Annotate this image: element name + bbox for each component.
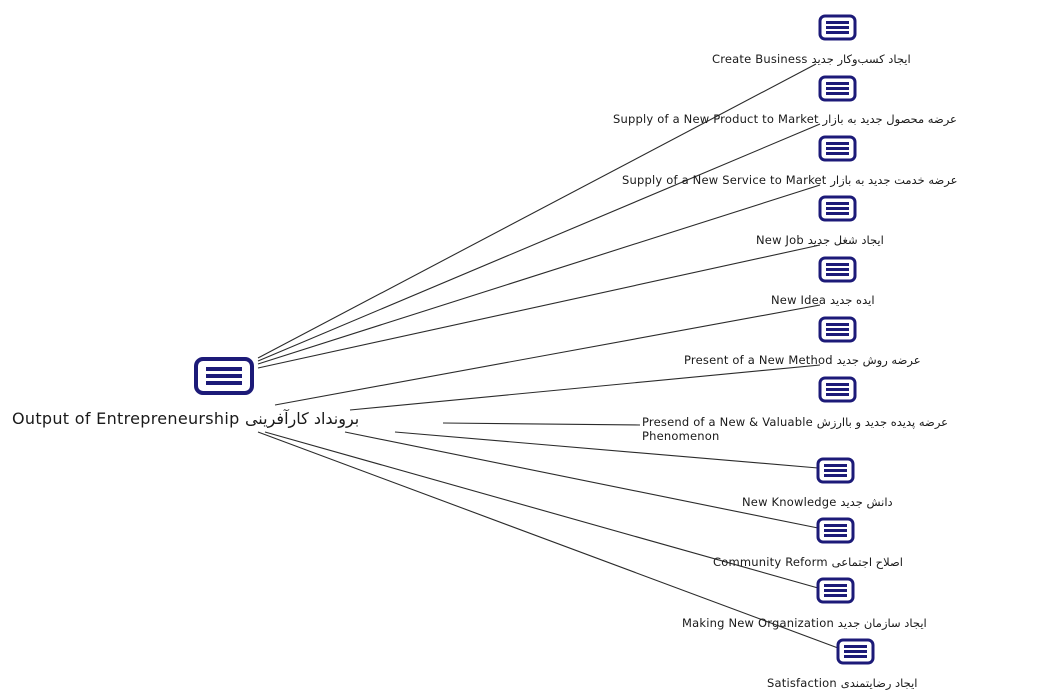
node-label-new-phenomenon[interactable]: Presend of a New & Valuable عرضه پدیده ج… [642,415,949,429]
edges [257,63,839,649]
node-label-new-job[interactable]: New Job ایجاد شغل جدید [756,233,884,247]
list-document-icon[interactable] [816,577,855,604]
edge-new-idea [274,304,821,406]
root-node-icon[interactable] [194,357,254,395]
edge-new-product [257,123,821,362]
node-label-new-method[interactable]: Present of a New Method عرضه روش جدید [684,353,921,367]
edge-new-method [349,364,821,411]
node-label-satisfaction[interactable]: Satisfaction ایجاد رضایتمندی [767,676,918,690]
node-label-create-business[interactable]: Create Business ایجاد کسب‌وکار جدید [712,52,911,66]
list-document-icon[interactable] [816,517,855,544]
edge-new-phenomenon [442,422,641,426]
list-document-icon[interactable] [818,135,857,162]
node-label-new-idea[interactable]: New Idea ایده جدید [771,293,875,307]
edge-new-job [257,244,821,369]
node-label-new-service[interactable]: Supply of a New Service to Market عرضه خ… [622,173,958,187]
list-document-icon[interactable] [818,316,857,343]
node-label-new-organization[interactable]: Making New Organization ایجاد سازمان جدی… [682,616,927,630]
edge-satisfaction [257,431,839,649]
list-document-icon[interactable] [818,75,857,102]
root-node-label[interactable]: Output of Entrepreneurship برونداد کارآف… [12,409,360,428]
edge-new-organization [264,431,819,589]
list-document-icon[interactable] [818,195,857,222]
edge-new-knowledge [394,431,819,469]
node-label-new-product[interactable]: Supply of a New Product to Market عرضه م… [613,112,957,126]
edge-community-reform [344,431,819,529]
list-document-icon[interactable] [818,376,857,403]
node-label-new-knowledge[interactable]: New Knowledge دانش جدید [742,495,893,509]
list-document-icon[interactable] [818,14,857,41]
list-document-icon[interactable] [836,638,875,665]
list-document-icon[interactable] [816,457,855,484]
edge-create-business [257,63,817,359]
edge-new-service [257,184,821,365]
list-document-icon[interactable] [818,256,857,283]
node-label-community-reform[interactable]: Community Reform اصلاح اجتماعی [713,555,903,569]
node-label-new-phenomenon-line2[interactable]: Phenomenon [642,429,720,443]
